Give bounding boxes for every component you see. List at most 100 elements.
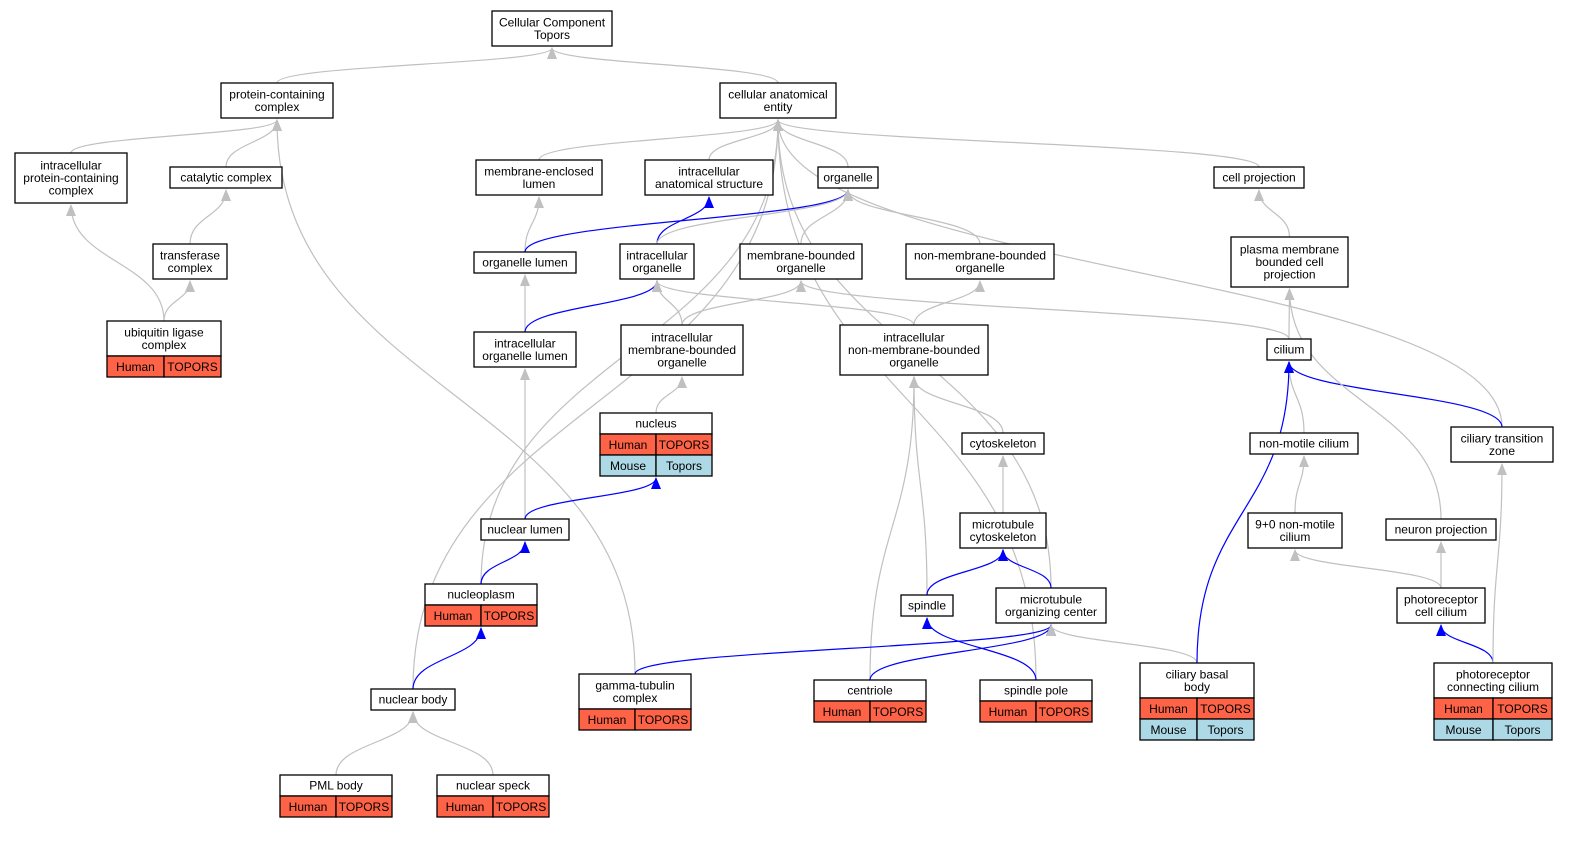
edge-nplasm-to-nl <box>480 541 530 585</box>
edge-imbo-to-io <box>652 280 683 326</box>
node-cproj[interactable]: cell projection <box>1213 166 1305 189</box>
node-label: cell cilium <box>1415 605 1467 619</box>
gene-label: TOPORS <box>873 705 923 719</box>
node-box <box>491 10 613 47</box>
edge-ctz-to-cae <box>773 119 1503 428</box>
edge-spole-to-spindle <box>922 617 1037 681</box>
node-box <box>1396 587 1486 624</box>
edge-spole-to-cae <box>773 119 1037 681</box>
gene-label: Topors <box>1504 723 1540 737</box>
node-label: organelle <box>823 171 873 185</box>
node-box <box>905 243 1055 280</box>
node-nbody[interactable]: nuclear body <box>370 688 456 711</box>
node-org[interactable]: organelle <box>817 166 879 189</box>
node-label: nuclear body <box>379 693 448 707</box>
edge-imbo-to-mbo <box>681 280 806 326</box>
node-box <box>169 166 283 189</box>
species-label: Mouse <box>1150 723 1186 737</box>
node-label: cytoskeleton <box>970 530 1037 544</box>
edge-np-to-pmbcp <box>1284 288 1442 520</box>
species-label: Mouse <box>1445 723 1481 737</box>
node-cil[interactable]: cilium <box>1266 338 1312 361</box>
node-box <box>220 82 334 119</box>
node-label: gamma-tubulin <box>595 678 674 692</box>
node-label: anatomical structure <box>655 177 763 191</box>
species-label: Human <box>588 713 627 727</box>
node-box <box>1385 518 1497 541</box>
gene-label: TOPORS <box>659 438 709 452</box>
node-box <box>152 243 228 280</box>
node-box <box>995 587 1107 624</box>
gene-cell-human <box>163 355 222 378</box>
edge-cil-to-mbo <box>796 280 1290 340</box>
edge-pcci-to-pcc2 <box>1436 624 1494 664</box>
node-label: membrane-enclosed <box>484 164 593 178</box>
edge-spindle-to-inmbo <box>909 376 928 596</box>
edge-pml-to-nbody <box>335 711 418 776</box>
node-orgl[interactable]: organelle lumen <box>473 251 577 274</box>
node-cysk[interactable]: cytoskeleton <box>961 432 1045 455</box>
gene-cell-mouse <box>1196 718 1255 741</box>
node-box <box>900 594 954 617</box>
node-box <box>475 159 603 196</box>
edge-centriole-to-moc <box>869 624 1056 681</box>
edge-orgl-to-org <box>524 189 853 253</box>
node-label: organelle <box>776 261 826 275</box>
edge-ipcc-to-pcc <box>70 119 282 154</box>
node-label: ciliary basal <box>1166 667 1229 681</box>
node-label: organelle <box>657 356 707 370</box>
node-label: lumen <box>523 177 556 191</box>
node-nl[interactable]: nuclear lumen <box>480 518 570 541</box>
node-box <box>817 166 879 189</box>
node-label: intracellular <box>883 331 944 345</box>
node-label: protein-containing <box>229 87 324 101</box>
gene-label: TOPORS <box>496 800 546 814</box>
edge-nbody-to-cae <box>412 119 783 690</box>
species-label: Human <box>823 705 862 719</box>
node-label: photoreceptor <box>1404 592 1478 606</box>
edge-nuc-to-imbo <box>655 376 687 414</box>
node-label: organelle lumen <box>482 256 567 270</box>
node-label: cilium <box>1274 343 1305 357</box>
node-label: neuron projection <box>1395 523 1488 537</box>
node-box <box>839 324 989 376</box>
edge-gtc-to-pcc <box>272 119 636 675</box>
edges-layer <box>66 47 1507 776</box>
node-np[interactable]: neuron projection <box>1385 518 1497 541</box>
node-spindle[interactable]: spindle <box>900 594 954 617</box>
node-nmc[interactable]: non-motile cilium <box>1249 432 1359 455</box>
node-box <box>480 518 570 541</box>
gene-cell-human <box>335 795 393 818</box>
node-catc[interactable]: catalytic complex <box>169 166 283 189</box>
node-label: nuclear speck <box>456 779 531 793</box>
node-inmbo[interactable]: intracellularnon-membrane-boundedorganel… <box>839 324 989 376</box>
